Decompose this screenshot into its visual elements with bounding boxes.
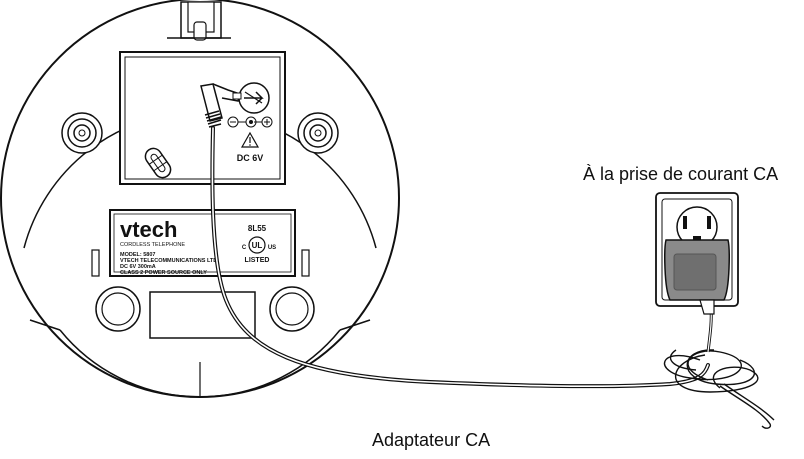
right-slot: [301, 249, 310, 277]
outlet-callout-label: À la prise de courant CA: [583, 164, 779, 184]
dc-jack-socket: [238, 82, 270, 114]
manufacturer: VTECH TELECOMMUNICATIONS LTD.: [120, 258, 219, 264]
power-class: CLASS 2 POWER SOURCE ONLY: [120, 270, 207, 276]
right-rubber-foot: [269, 286, 315, 332]
jack-voltage-label: DC 6V: [237, 153, 264, 163]
ul-us-mark: US: [268, 245, 276, 251]
ul-canada-mark: C: [242, 245, 247, 251]
certification-code: 8L55: [248, 224, 267, 233]
product-name: CORDLESS TELEPHONE: [120, 242, 185, 248]
power-rating: DC 6V 300mA: [120, 264, 156, 270]
model-number: MODEL: 5807: [120, 252, 155, 258]
left-rubber-foot: [95, 286, 141, 332]
cord-hook: [144, 147, 172, 179]
ul-mark-icon: [248, 236, 266, 254]
left-slot: [91, 249, 100, 277]
bottom-compartment: [149, 291, 256, 339]
polarity-symbol: [227, 116, 273, 128]
brand-logo: vtech: [120, 217, 177, 242]
left-screw-boss: [61, 112, 103, 154]
coiled-cord: [663, 349, 775, 429]
dc-plug: [200, 83, 242, 128]
ul-listed: LISTED: [245, 257, 270, 264]
ul-mark-text: UL: [252, 241, 263, 250]
telephone-base: DC 6V vtech CORDLESS TELEPHONE MODEL: 58…: [0, 0, 400, 398]
belt-clip-notch: [167, 1, 231, 41]
right-screw-boss: [297, 112, 339, 154]
jack-recess-panel: [119, 51, 286, 185]
warning-triangle-icon: [240, 131, 260, 148]
ac-adapter: [664, 239, 730, 315]
adapter-callout-label: Adaptateur CA: [372, 430, 491, 450]
rating-label-plate: vtech CORDLESS TELEPHONE MODEL: 5807 VTE…: [109, 209, 296, 277]
